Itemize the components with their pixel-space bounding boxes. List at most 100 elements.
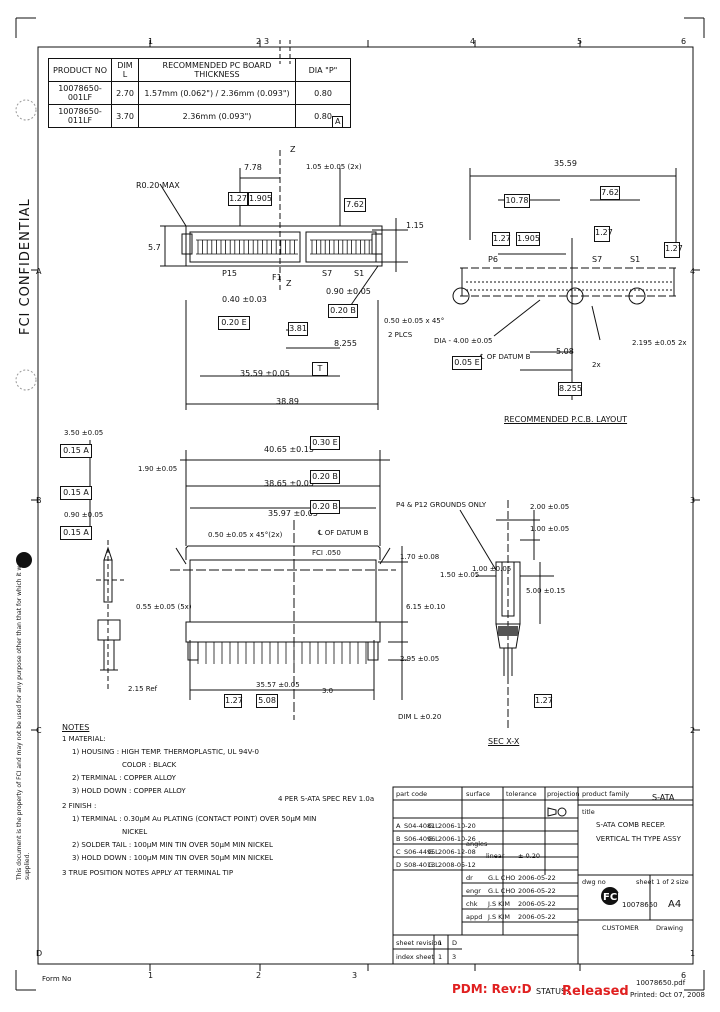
drawing-title: S-ATA COMB RECEP. [596,821,666,829]
header-cell: DIM L [111,58,139,82]
section-note: P4 & P12 GROUNDS ONLY [396,501,487,509]
notes-title: NOTES [62,723,90,732]
dim-box: 1.27 [224,694,243,708]
rev-row: 2006-10-26 [438,835,476,843]
dim-label: 3.50 ±0.05 [64,429,104,437]
dim-box: 1.905 [248,192,272,206]
table-cell: 3.70 [111,104,139,128]
col-label: 1 [148,37,154,46]
tb-label: projection [547,790,580,798]
section-mark: Z [290,145,296,154]
tb-label: linear [486,852,505,860]
dim-label: 1.15 [406,221,424,230]
tb-value: D [452,939,458,947]
sign-row: J.S KIM [488,900,510,908]
form-number: Form No [42,975,72,983]
sign-row: engr [466,887,481,895]
col-label: 2 [256,37,262,46]
printed-date: Printed: Oct 07, 2008 [630,991,705,999]
pin-label: S1 [354,269,365,278]
dim-label: 35.59 ±0.05 [240,369,290,378]
dim-label: 2.15 Ref [128,685,158,693]
dim-label: 3.0 [322,687,334,695]
datum-ref: 0.20 E [218,316,250,330]
dim-box: 5.08 [256,694,278,708]
section-mark: Z [286,279,292,288]
table-cell: 1.57mm (0.062") / 2.36mm (0.093") [138,81,296,105]
pcb-layout-title: RECOMMENDED P.C.B. LAYOUT [504,415,628,424]
dim-label: 5.08 [556,347,574,356]
rev-row: G.L [428,835,439,843]
col-label: 1 [148,971,154,980]
sign-row: 2006-05-22 [518,913,556,921]
dim-label: 2.195 ±0.05 2x [632,339,687,347]
dim-label: 1.90 ±0.05 [138,465,178,473]
dim-box: 1.27 [534,694,553,708]
sign-row: 2006-05-22 [518,887,556,895]
row-label: 1 [690,949,696,958]
sign-row: chk [466,900,478,908]
dim-label: 40.65 ±0.15 [264,445,314,454]
tb-label: surface [466,790,491,798]
datum-ref: 0.15 A [60,444,92,458]
rev-row: S08-4013 [404,861,436,869]
revision-flag: A [332,116,344,128]
notes-block: NOTES 1 MATERIAL: 1) HOUSING : HIGH TEMP… [62,724,392,877]
section-title: SEC X-X [488,737,520,746]
sign-row: 2006-05-22 [518,874,556,882]
fci-logo: FCI [603,892,621,903]
rev-row: 2006-10-20 [438,822,476,830]
product-family: S-ATA [652,793,675,802]
dim-label: 2.00 ±0.05 [530,503,570,511]
table-cell: 10078650-001LF [48,81,112,105]
dim-box: 1.27 [228,192,248,206]
note-line: 2) SOLDER TAIL : 100μM MIN TIN OVER 50μM… [72,841,273,849]
datum-ref: 0.15 A [60,526,92,540]
table-cell: 2.70 [111,81,139,105]
sign-row: dr [466,874,473,882]
dim-label: 35.97 ±0.05 [268,509,318,518]
col-label: 6 [681,37,687,46]
tb-label: Drawing [656,924,684,932]
row-label: C [36,726,42,735]
header-cell: DIA "P" [295,58,351,82]
tb-label: tolerance [506,790,537,798]
tb-label: sheet 1 of 2 [636,878,675,886]
table-cell: 2.36mm (0.093") [138,104,296,128]
dim-label: 1.05 ±0.05 (2x) [306,163,362,171]
row-label: A [36,267,42,276]
dim-label: 1.00 ±0.05 [472,565,512,573]
status-released: Released [562,984,629,999]
dim-label: 2.95 ±0.05 [400,655,440,663]
pdm-revision: PDM: Rev:D [452,982,532,996]
rev-row: C [396,848,401,856]
linear-tolerance: ± 0.20 [518,852,540,860]
note-line: 3 TRUE POSITION NOTES APPLY AT TERMINAL … [62,869,234,877]
dim-label: 35.57 ±0.05 [256,681,300,689]
pin-label: P15 [222,269,238,278]
confidential-label: FCI CONFIDENTIAL [18,198,33,335]
col-label: 2 [256,971,262,980]
dim-label: 8.255 [334,339,357,348]
note-line: 2) TERMINAL : COPPER ALLOY [72,774,176,782]
dim-box: 8.255 [558,382,582,396]
sign-row: J.S KIM [488,913,510,921]
sign-row: appd [466,913,483,921]
datum-ref: 0.05 E [452,356,482,370]
document-reference: 10078650.pdf [636,979,686,987]
dim-label: 5.00 ±0.15 [526,587,566,595]
dim-box: 3.81 [288,322,308,336]
tb-value: 1 [438,939,443,947]
header-cell: RECOMMENDED PC BOARD THICKNESS [138,58,296,82]
dim-label: DIA - 4.00 ±0.05 [434,337,493,345]
rev-row: S06-4096 [404,835,436,843]
pin-label: F1 [272,273,282,282]
pin-label: S1 [630,255,641,264]
tb-label: title [582,808,595,816]
tb-value: 1 [438,953,443,961]
note-line: 1 MATERIAL: [62,735,106,743]
dim-label: DIM L ±0.20 [398,713,442,721]
dim-label: 0.90 ±0.05 [64,511,104,519]
tb-label: size [676,878,689,886]
